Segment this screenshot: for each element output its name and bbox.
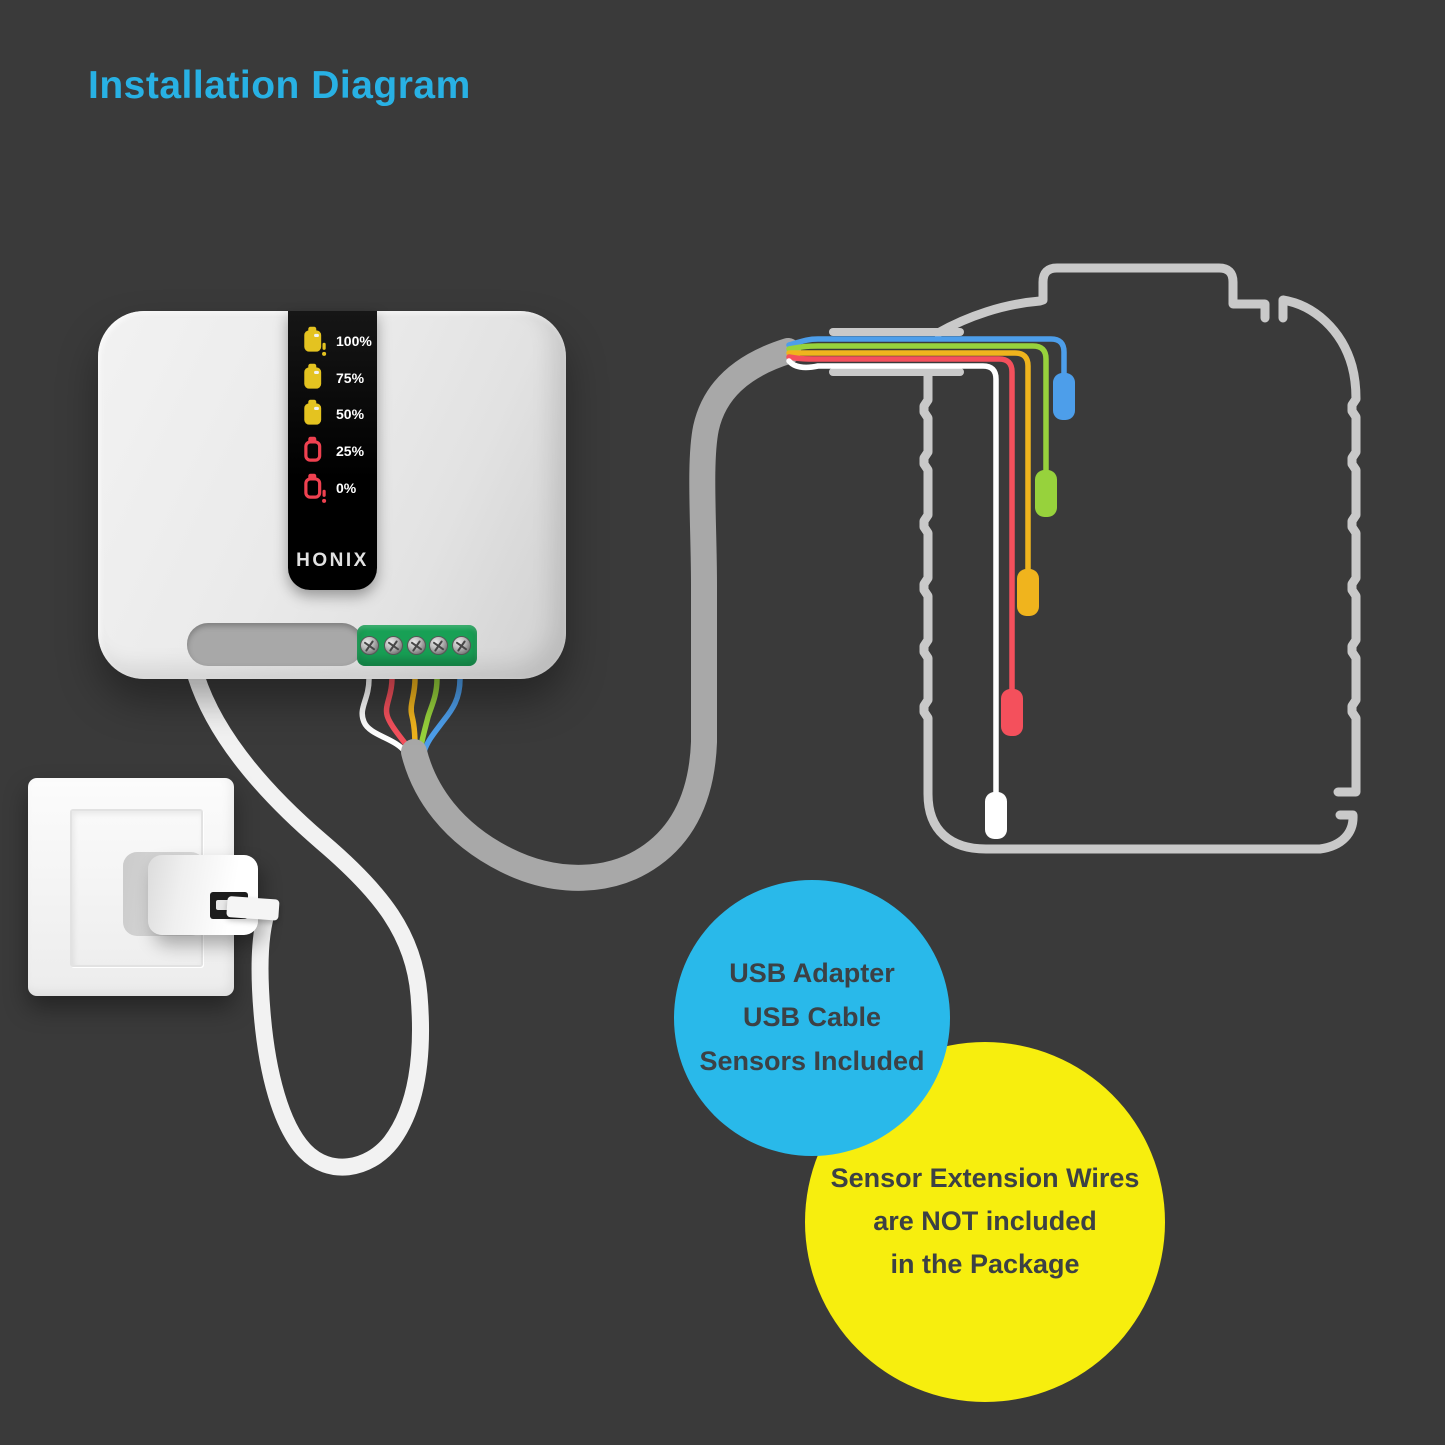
callout-line: Sensors Included xyxy=(699,1045,925,1076)
led-row-100: 100% xyxy=(301,325,372,356)
terminal-screw xyxy=(360,636,379,655)
brand-label: HONIX xyxy=(296,550,369,571)
sensor-probe-white xyxy=(985,792,1007,839)
led-row-50: 50% xyxy=(301,398,364,429)
sensor-probe-yellow xyxy=(1017,569,1039,616)
usb-cable xyxy=(187,667,429,1176)
led-row-75: 75% xyxy=(301,362,364,393)
level-label: 0% xyxy=(336,479,357,496)
usb-plug xyxy=(226,896,280,921)
sensor-probe-blue xyxy=(1053,373,1075,420)
sensor-wire-yellow xyxy=(786,350,1031,572)
callout-line: USB Adapter xyxy=(729,958,895,989)
terminal-wire-green xyxy=(417,676,440,754)
callout-included: USB Adapter USB Cable Sensors Included xyxy=(674,880,950,1156)
terminal-wire-white xyxy=(359,676,409,756)
page-title: Installation Diagram xyxy=(88,64,471,107)
tank-full-icon xyxy=(304,363,322,389)
tank-empty-alert-icon xyxy=(304,473,327,503)
sensor-wire-blue xyxy=(786,336,1067,376)
led-panel: 100% 75% 50% xyxy=(288,311,377,590)
terminal-screw xyxy=(452,636,471,655)
tank-low-icon xyxy=(304,436,322,462)
sensor-wire-red xyxy=(786,354,1015,692)
sensor-wire-green xyxy=(786,343,1049,473)
callout-not-included: Sensor Extension Wires are NOT included … xyxy=(805,1042,1165,1402)
supply-cable xyxy=(401,338,801,891)
callout-line: USB Cable xyxy=(742,1002,882,1033)
led-row-0: 0% xyxy=(301,472,356,503)
terminal-screw xyxy=(429,636,448,655)
level-label: 75% xyxy=(336,369,365,386)
terminal-wire-red xyxy=(383,676,414,755)
callout-line: Sensor Extension Wires xyxy=(830,1163,1140,1194)
sensor-probe-red xyxy=(1001,689,1023,736)
terminal-screw xyxy=(384,636,403,655)
tank-full-alert-icon xyxy=(304,326,327,356)
sensor-probe-green xyxy=(1035,470,1057,517)
callout-line: in the Package xyxy=(890,1248,1080,1279)
level-label: 100% xyxy=(336,332,372,349)
led-row-25: 25% xyxy=(301,435,364,466)
level-label: 25% xyxy=(336,442,365,459)
mount-slot xyxy=(187,623,363,666)
sensor-wire-white xyxy=(786,358,999,795)
tank-outline-bottom-left xyxy=(919,366,1358,854)
callout-line: are NOT included xyxy=(873,1206,1097,1237)
monitor-device: 100% 75% 50% xyxy=(98,311,566,679)
terminal-block xyxy=(357,625,477,666)
level-label: 50% xyxy=(336,405,365,422)
tank-half-icon xyxy=(304,399,322,425)
terminal-screw xyxy=(407,636,426,655)
terminal-wire-blue xyxy=(421,676,463,755)
tank-outline-right xyxy=(1278,295,1361,797)
tank-outline-top xyxy=(933,263,1270,338)
